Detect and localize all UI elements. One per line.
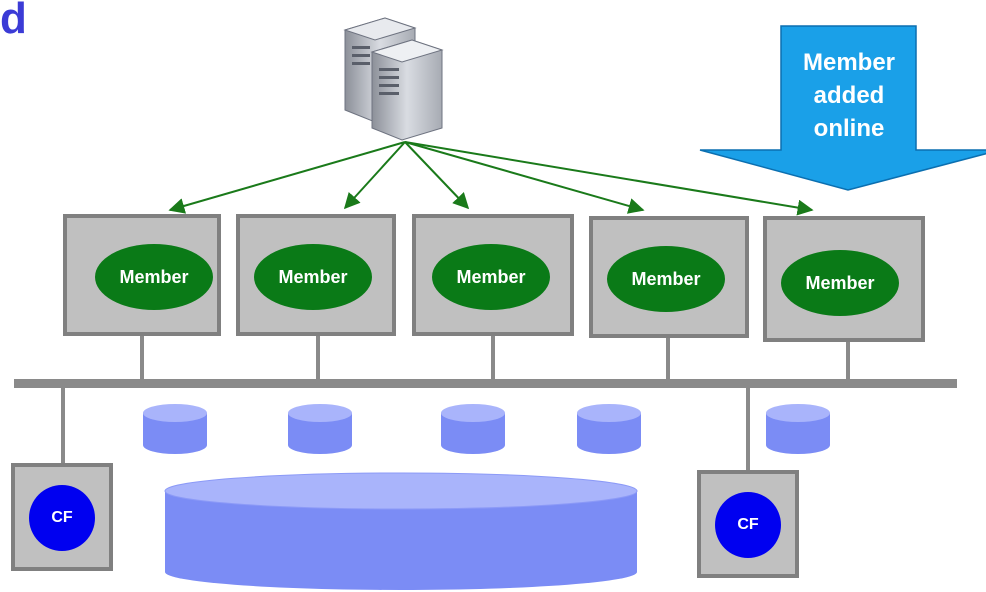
callout-line-2: added [813, 82, 885, 109]
member-label: Member [631, 268, 701, 289]
cf-circle: CF [29, 485, 95, 551]
cf-circle: CF [715, 492, 781, 558]
arrow-to-member-4 [404, 141, 645, 214]
member-label: Member [805, 272, 875, 293]
member-connectors [140, 332, 850, 380]
callout-text: Member added online [760, 46, 938, 145]
member-node: Member [412, 214, 574, 336]
member-ellipse: Member [432, 244, 550, 310]
cf-label: CF [51, 509, 73, 526]
cf-label: CF [737, 516, 759, 533]
callout-arrow-shape [699, 25, 986, 191]
shared-storage-cylinder [164, 472, 638, 590]
member-node: Member [236, 214, 396, 336]
member-ellipse: Member [607, 246, 725, 312]
member-label: Member [456, 266, 526, 287]
cf-node: CF [11, 463, 113, 571]
connection-arrows [168, 141, 814, 216]
server-icon [343, 17, 444, 141]
member-node: Member [589, 216, 749, 338]
arrow-to-member-1 [168, 141, 406, 214]
storage-cylinder [766, 404, 830, 454]
storage-cylinder [288, 404, 352, 454]
member-ellipse: Member [254, 244, 372, 310]
cf-connectors [61, 388, 750, 472]
local-storage-cylinders [143, 404, 830, 454]
title-fragment: d [0, 0, 27, 43]
network-bus [14, 379, 957, 388]
member-node: Member [763, 216, 925, 342]
storage-cylinder [441, 404, 505, 454]
callout-line-1: Member [802, 49, 896, 76]
arrow-to-member-3 [404, 141, 470, 210]
arrow-to-member-2 [343, 141, 406, 210]
storage-cylinder [577, 404, 641, 454]
member-label: Member [278, 266, 348, 287]
callout-line-3: online [813, 115, 885, 142]
member-node: Member [63, 214, 221, 336]
member-ellipse: Member [781, 250, 899, 316]
cf-node: CF [697, 470, 799, 578]
member-label: Member [119, 266, 189, 287]
arrow-to-member-5 [404, 141, 814, 216]
storage-cylinder [143, 404, 207, 454]
member-ellipse: Member [95, 244, 213, 310]
